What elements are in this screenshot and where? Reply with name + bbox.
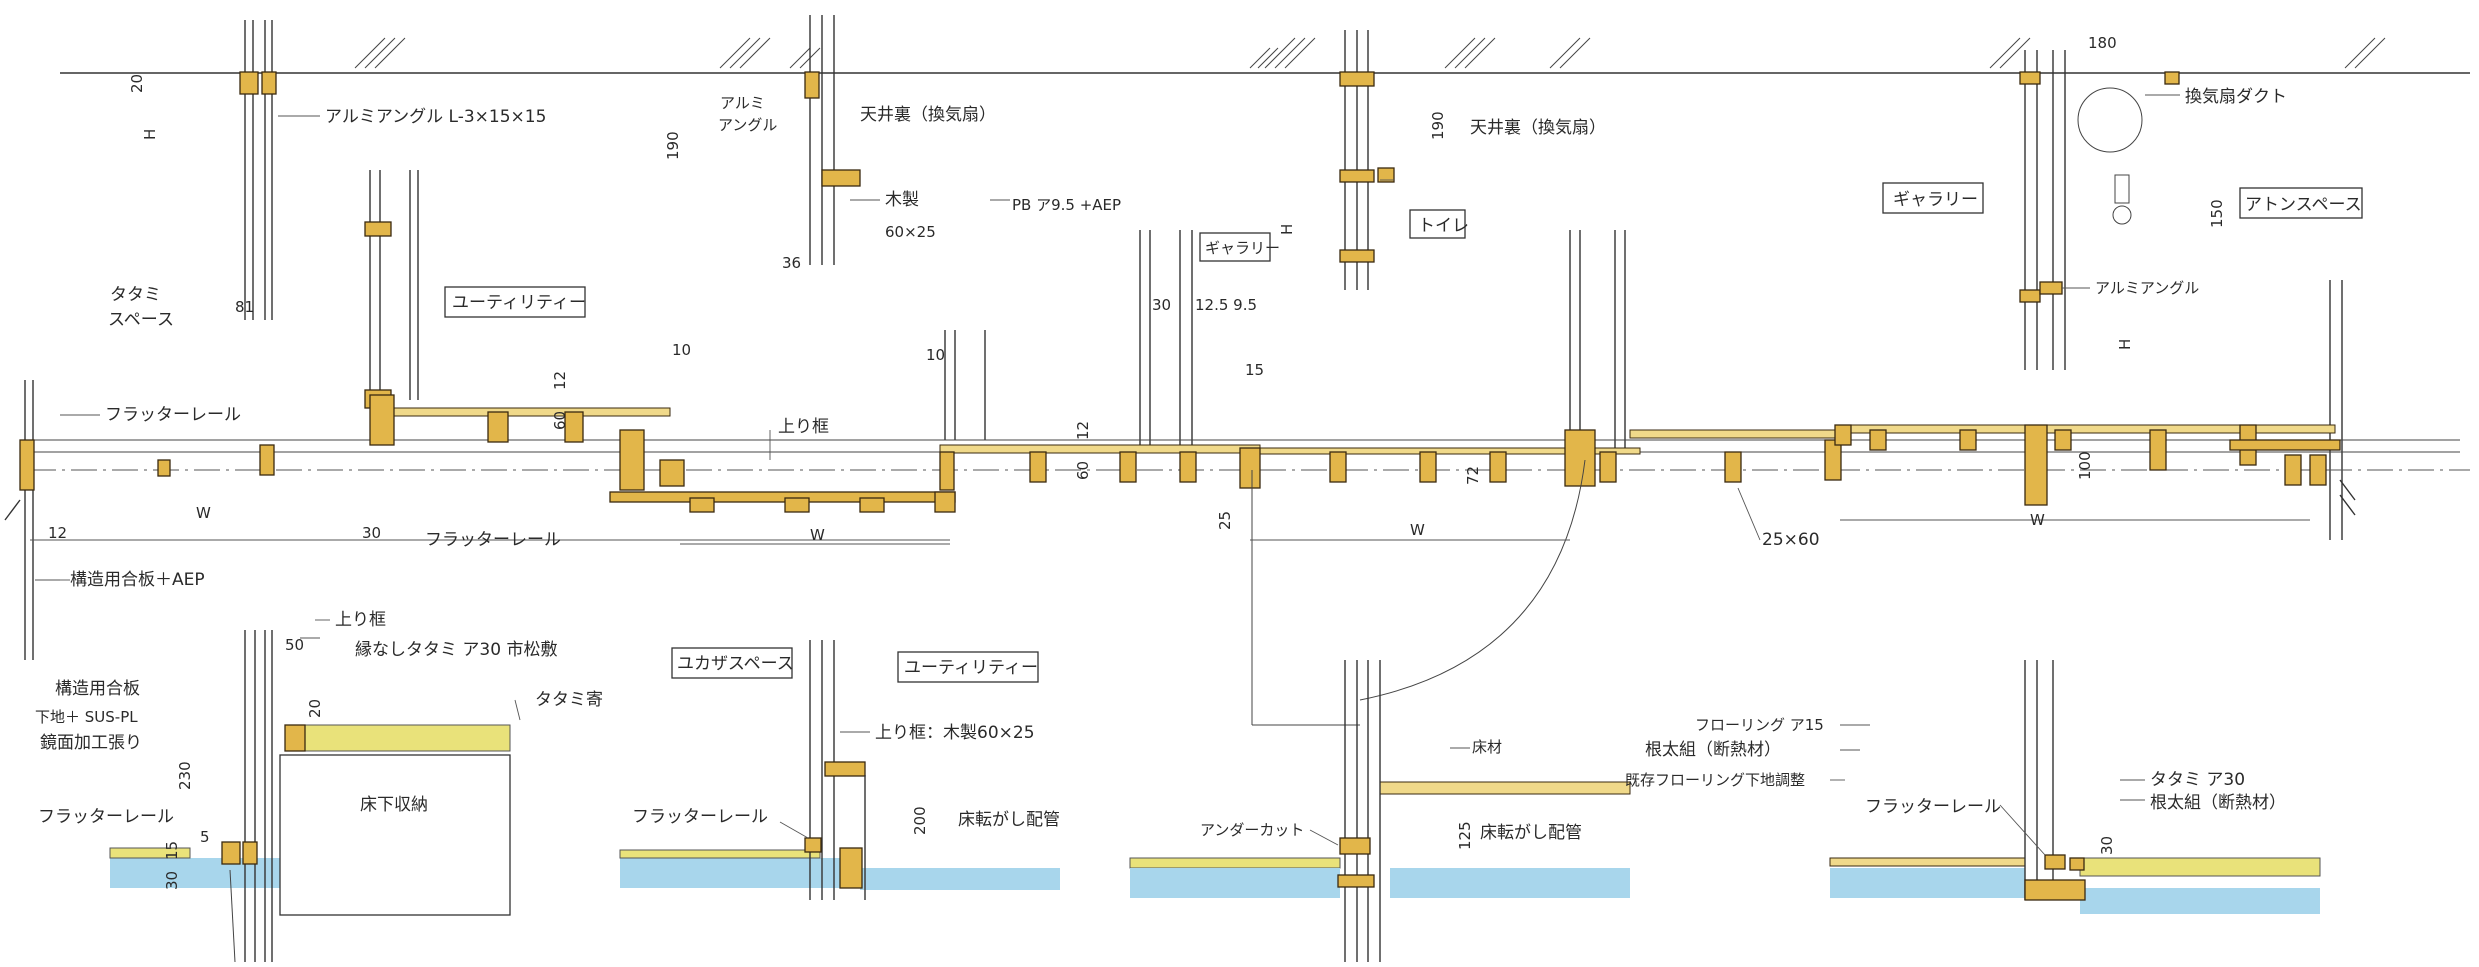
dim-12a: 12 [551, 371, 569, 390]
dim-180: 180 [2088, 34, 2117, 52]
wood-pieces-upper [239, 71, 2180, 409]
label-yuka-material: 床材 [1472, 738, 1502, 756]
label-tatami-a30: タタミ ア30 [2150, 770, 2245, 790]
dim-36: 36 [782, 254, 801, 272]
label-gallery: ギャラリー [1893, 190, 1978, 210]
label-agari-2: 上り框 [335, 610, 386, 630]
label-yukasa: ユカザスペース [677, 654, 794, 674]
dim-190a: 190 [664, 131, 682, 160]
dim-30c: 30 [163, 871, 181, 890]
dim-150: 150 [2208, 199, 2226, 228]
dim-100: 100 [2076, 451, 2094, 480]
label-atons: アトンスペース [2245, 195, 2362, 215]
dim-50: 50 [285, 636, 304, 654]
label-alumi-right: アルミアングル [2095, 279, 2199, 297]
dim-230: 230 [176, 761, 194, 790]
label-toilet: トイレ [1418, 216, 1469, 236]
door-swing [1359, 459, 1586, 701]
label-underfloor: 床下収納 [360, 795, 428, 815]
label-pipe-2: 床転がし配管 [1480, 823, 1582, 843]
dim-190b: 190 [1429, 111, 1447, 140]
label-flutter-5: フラッターレール [1865, 797, 2001, 817]
dim-10b: 10 [926, 346, 945, 364]
dim-15: 15 [1245, 361, 1264, 379]
label-struct: 構造用合板 [55, 679, 140, 699]
dim-h1: H [141, 129, 159, 140]
dim-81: 81 [235, 298, 254, 316]
dim-20b: 20 [306, 699, 324, 718]
walls [24, 15, 2343, 660]
dim-10a: 10 [672, 341, 691, 359]
dim-w2: W [810, 526, 825, 544]
dim-w3: W [1410, 521, 1425, 539]
label-undercut: アンダーカット [1200, 821, 1304, 839]
label-pb: PB ア9.5 +AEP [1012, 196, 1121, 214]
dim-125-95: 12.5 9.5 [1195, 296, 1257, 314]
label-duct: 換気扇ダクト [2185, 87, 2287, 107]
ceiling-line [60, 37, 2470, 74]
label-flutter-4: フラッターレール [632, 807, 768, 827]
detail-1 [109, 630, 511, 963]
dim-30d: 30 [2098, 836, 2116, 855]
leader-lines [30, 94, 2310, 856]
label-flutter-2: フラッターレール [425, 530, 561, 550]
label-utility-bottom: ユーティリティー [904, 658, 1038, 678]
label-existing-floor: 既存フローリング下地調整 [1625, 771, 1805, 789]
dim-200: 200 [911, 806, 929, 835]
label-neda-1: 根太組（断熱材） [1645, 740, 1781, 760]
dim-25: 25 [1216, 511, 1234, 530]
dim-20: 20 [128, 74, 146, 93]
dim-w4: W [2030, 511, 2045, 529]
dim-60a: 60 [551, 411, 569, 430]
label-neda-2: 根太組（断熱材） [2150, 793, 2286, 813]
dim-60b: 60 [1074, 461, 1092, 480]
label-tatami-spec: 縁なしタタミ ア30 市松敷 [355, 640, 557, 660]
main-floor [4, 394, 2470, 521]
dimension-texts: 20 H 81 190 36 190 H 180 150 H 10 12 60 … [48, 34, 2226, 890]
dim-w1: W [196, 504, 211, 522]
label-tatami-a: タタミ [110, 285, 161, 305]
label-alumi-b: アングル [718, 116, 777, 134]
detail-3 [1129, 660, 1631, 962]
label-gallery-small: ギャラリー [1205, 239, 1280, 257]
label-ceiling-1: 天井裏（換気扇） [860, 104, 996, 125]
dim-15b: 15 [163, 841, 181, 860]
dim-12c: 12 [48, 524, 67, 542]
room-labels: ユーティリティー ギャラリー トイレ ギャラリー アトンスペース ユカザスペース… [444, 182, 2363, 683]
text-labels: アルミアングル L-3×15×15 アルミ アングル 天井裏（換気扇） 木製 6… [35, 87, 2287, 843]
label-agari-1: 上り框 [778, 417, 829, 437]
label-sus-1: 下地＋ SUS-PL [35, 708, 138, 726]
label-tatami-b: スペース [108, 310, 174, 330]
label-utility-top: ユーティリティー [452, 293, 586, 313]
label-25x60: 25×60 [1762, 530, 1820, 550]
label-mokusei: 木製 [885, 190, 919, 210]
dim-h3: H [2116, 339, 2134, 350]
dim-5: 5 [200, 828, 210, 846]
dim-125: 125 [1456, 821, 1474, 850]
label-flooring: フローリング ア15 [1695, 716, 1824, 734]
dim-72: 72 [1464, 466, 1482, 485]
label-pipe-1: 床転がし配管 [958, 810, 1060, 830]
label-mokusei-size: 60×25 [885, 223, 936, 241]
dim-30a: 30 [1152, 296, 1171, 314]
label-ceiling-2: 天井裏（換気扇） [1470, 117, 1606, 138]
dim-12b: 12 [1074, 421, 1092, 440]
label-sus-2: 鏡面加工張り [40, 733, 142, 753]
label-top-angle: アルミアングル L-3×15×15 [325, 107, 546, 127]
label-flutter-3: フラッターレール [38, 807, 174, 827]
label-flutter-1: フラッターレール [105, 405, 241, 425]
detail-4 [1829, 660, 2321, 914]
duct-circle [2077, 87, 2143, 225]
dim-h2: H [1278, 224, 1296, 235]
label-struct-aep: 構造用合板＋AEP [70, 570, 205, 590]
label-alumi-a: アルミ [720, 94, 765, 112]
detail-2 [619, 640, 1060, 900]
dim-30b: 30 [362, 524, 381, 542]
label-agari-3: 上り框：木製60×25 [875, 723, 1035, 743]
label-tatami-yose: タタミ寄 [535, 690, 603, 710]
